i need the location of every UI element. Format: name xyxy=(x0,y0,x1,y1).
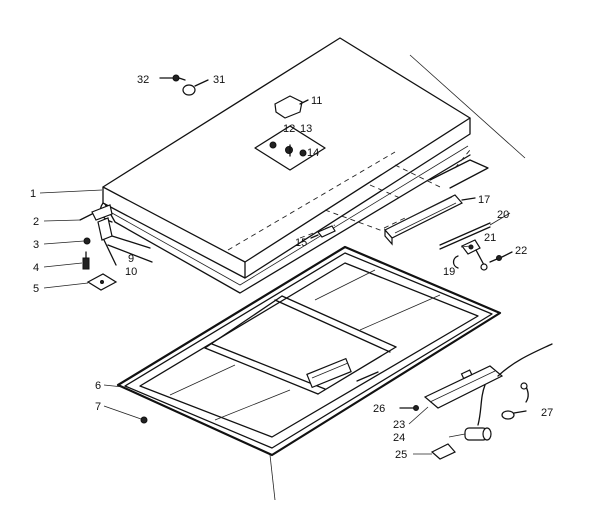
callout-5: 5 xyxy=(33,283,39,295)
callout-21: 21 xyxy=(484,232,496,244)
callout-25: 25 xyxy=(395,449,407,461)
callout-23: 23 xyxy=(393,419,405,431)
leader-lines xyxy=(39,189,511,455)
light-switch-parts xyxy=(399,343,553,460)
callout-12: 12 xyxy=(283,123,295,135)
callout-13: 13 xyxy=(300,123,312,135)
callout-labels: 1 2 3 4 5 6 7 9 10 11 12 13 14 15 17 19 … xyxy=(30,74,553,461)
callout-27: 27 xyxy=(541,407,553,419)
callout-1: 1 xyxy=(30,188,36,200)
callout-11: 11 xyxy=(311,95,322,107)
callout-24: 24 xyxy=(393,432,405,444)
assembly-guide-lines xyxy=(299,149,471,239)
callout-2: 2 xyxy=(33,216,39,228)
callout-26: 26 xyxy=(373,403,385,415)
callout-14: 14 xyxy=(307,147,319,159)
callout-9: 9 xyxy=(128,253,134,265)
callout-22: 22 xyxy=(515,245,527,257)
callout-20: 20 xyxy=(497,209,509,221)
handle-parts xyxy=(159,74,326,171)
callout-4: 4 xyxy=(33,262,39,274)
callout-17: 17 xyxy=(478,194,490,206)
callout-10: 10 xyxy=(125,266,137,278)
callout-19: 19 xyxy=(443,266,455,278)
callout-7: 7 xyxy=(95,401,101,413)
latch-parts xyxy=(310,159,513,271)
callout-6: 6 xyxy=(95,380,101,392)
hinge-parts xyxy=(79,204,153,424)
liner-frame xyxy=(116,245,502,501)
lid-assembly xyxy=(99,37,526,294)
callout-32: 32 xyxy=(137,74,149,86)
callout-15: 15 xyxy=(295,237,307,249)
callout-31: 31 xyxy=(213,74,225,86)
callout-3: 3 xyxy=(33,239,39,251)
